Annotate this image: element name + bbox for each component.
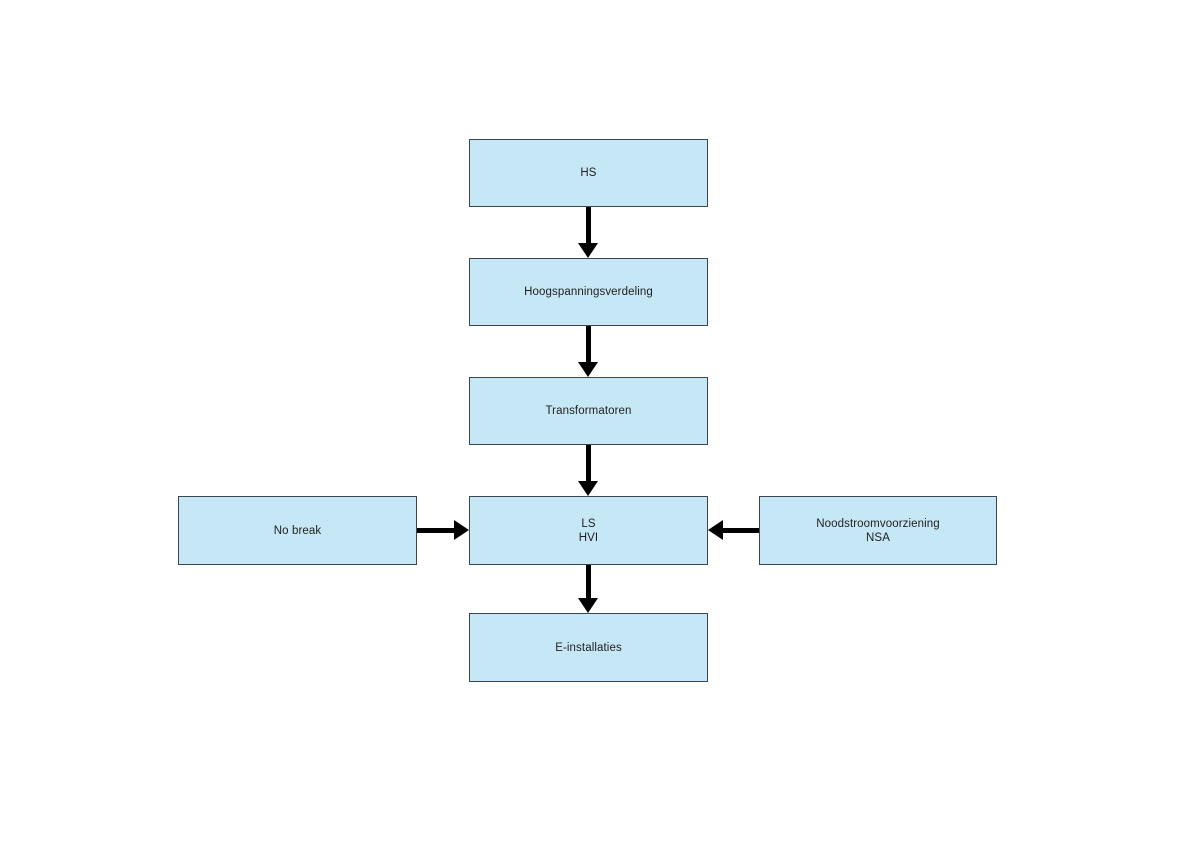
node-hs-label: HS [580, 167, 597, 179]
arrow-head-down-icon [578, 243, 598, 258]
node-no-break-label: No break [273, 524, 322, 537]
node-e-installaties: E-installaties [469, 613, 708, 682]
node-hoogspanningsverdeling: Hoogspanningsverdeling [469, 258, 708, 326]
node-noodstroomvoorziening-line2: NSA [866, 531, 890, 544]
arrow-transformatoren-to-ls-hvi [578, 445, 598, 496]
arrow-line [585, 565, 591, 598]
node-hoogspanningsverdeling-label: Hoogspanningsverdeling [524, 286, 653, 298]
arrow-head-right-icon [454, 520, 469, 540]
node-noodstroomvoorziening-line1: Noodstroomvoorziening [816, 517, 940, 530]
arrow-hoogspanningsverdeling-to-transformatoren [578, 326, 598, 377]
arrow-head-down-icon [578, 481, 598, 496]
arrow-noodstroomvoorziening-to-ls-hvi [708, 520, 759, 540]
arrow-head-down-icon [578, 362, 598, 377]
arrow-line [585, 326, 591, 362]
node-transformatoren: Transformatoren [469, 377, 708, 445]
node-transformatoren-label: Transformatoren [545, 405, 632, 417]
arrow-line [585, 445, 591, 481]
arrow-no-break-to-ls-hvi [417, 520, 469, 540]
node-hs: HS [469, 139, 708, 207]
node-no-break: No break [178, 496, 417, 565]
node-e-installaties-label: E-installaties [555, 641, 622, 654]
node-ls-hvi-line1: LS [581, 517, 596, 530]
arrow-line [585, 207, 591, 243]
arrow-head-down-icon [578, 598, 598, 613]
arrow-head-left-icon [708, 520, 723, 540]
arrow-ls-hvi-to-e-installaties [578, 565, 598, 613]
arrow-hs-to-hoogspanningsverdeling [578, 207, 598, 258]
arrow-line [723, 527, 759, 533]
node-ls-hvi-line2: HVI [578, 531, 599, 544]
node-noodstroomvoorziening: Noodstroomvoorziening NSA [759, 496, 997, 565]
arrow-line [417, 527, 454, 533]
node-ls-hvi: LS HVI [469, 496, 708, 565]
